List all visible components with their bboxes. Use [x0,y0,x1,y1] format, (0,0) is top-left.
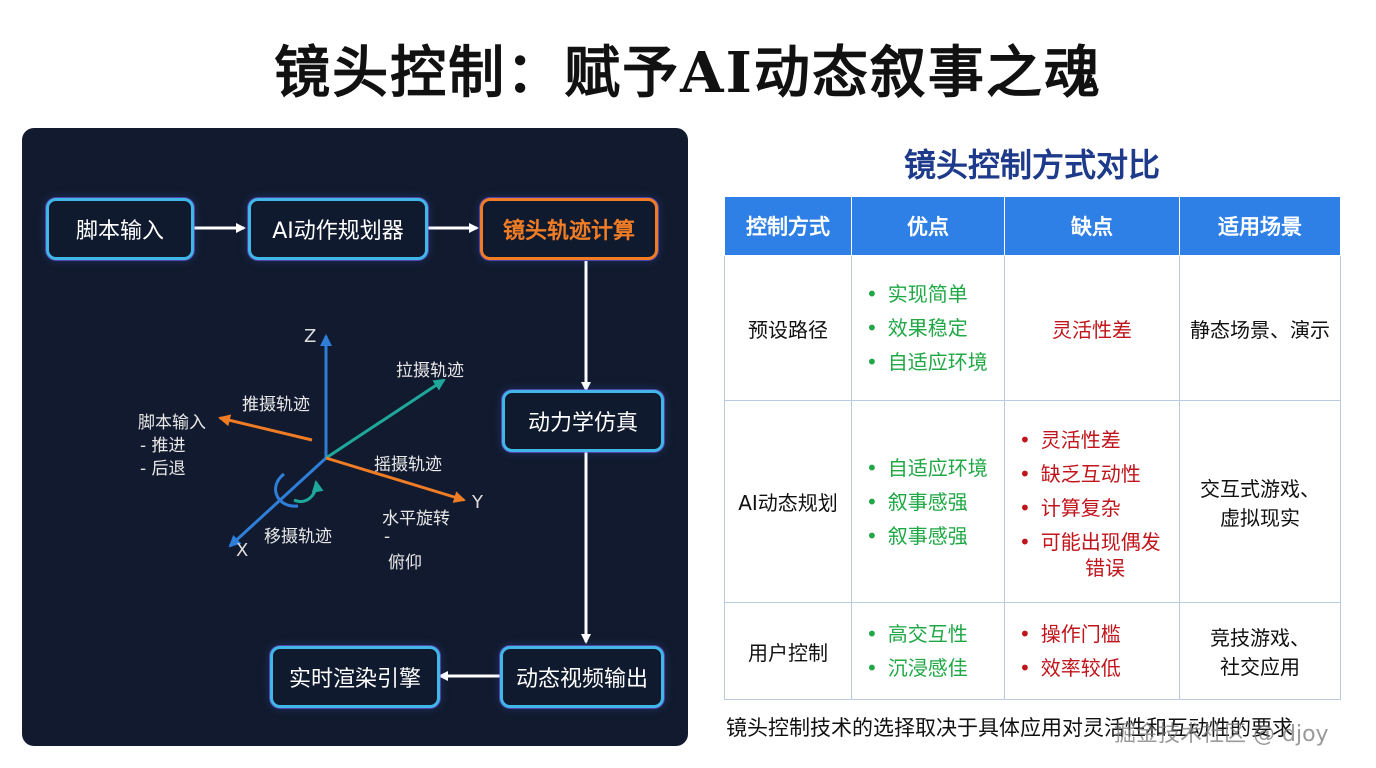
pull-track-line [325,378,446,460]
flow-connectors [194,223,591,681]
axis-label-x: X [236,540,249,561]
comparison-title: 镜头控制方式对比 [903,146,1160,184]
label-shake-track: 摇摄轨迹 [374,455,442,475]
flow-diagram-panel: 脚本输入 AI动作规划器 镜头轨迹计算 动力学仿真 动态视频输出 实时渲染引擎 … [22,128,688,746]
label-rotate-title: 水平旋转 [382,509,450,529]
scene-text: 交互式游戏、 [1200,476,1320,501]
pro-item: 叙事感强 [866,485,998,519]
label-pull-track: 拉摄轨迹 [396,361,464,381]
pro-item: 高交互性 [866,617,998,651]
scene-text: 虚拟现实 [1220,505,1300,530]
header-scene: 适用场景 [1179,196,1341,256]
table-row: AI动态规划 自适应环境 叙事感强 叙事感强 灵活性差 缺乏互动性 计算复杂 可… [724,400,1341,603]
page-title: 镜头控制：赋予AI动态叙事之魂 [274,40,1102,106]
table-header-row: 控制方式 优点 缺点 适用场景 [724,196,1341,256]
pros-cell: 自适应环境 叙事感强 叙事感强 [851,400,1005,603]
label-input-title: 脚本输入 [138,413,206,433]
header-method: 控制方式 [724,196,852,256]
label-input-back: - 后退 [140,459,186,479]
pro-item: 效果稳定 [866,311,998,345]
header-cons: 缺点 [1004,196,1180,256]
y-axis-track [325,456,466,503]
method-cell: AI动态规划 [724,400,852,603]
watermark: 掘金技术社区 @ djoy [1114,722,1329,747]
scene-text: 社交应用 [1220,655,1300,679]
con-item: 可能出现偶发 [1019,525,1173,559]
con-item-continuation: 错误 [1085,555,1125,580]
con-item: 操作门槛 [1019,617,1173,651]
label-move-track: 移摄轨迹 [264,527,332,547]
label-rotate-pitch: 俯仰 [388,553,422,573]
cons-cell: 操作门槛 效率较低 [1004,602,1180,700]
label-push-track: 推摄轨迹 [242,395,310,415]
pro-item: 叙事感强 [866,519,998,553]
pro-item: 自适应环境 [866,345,998,379]
rotation-arc-blue [274,472,299,508]
node-ai-planner: AI动作规划器 [248,198,428,260]
con-item: 缺乏互动性 [1019,457,1173,491]
axis-label-z: Z [304,326,317,347]
node-render-engine: 实时渲染引擎 [270,646,440,708]
pros-cell: 实现简单 效果稳定 自适应环境 [851,255,1005,401]
table-row: 预设路径 实现简单 效果稳定 自适应环境 灵活性差 静态场景、演示 [724,255,1341,401]
scene-text: 静态场景、演示 [1190,317,1330,342]
scene-text: 竞技游戏、 [1210,626,1310,650]
axis-label-y: Y [472,492,483,513]
node-video-output: 动态视频输出 [500,646,664,708]
scene-cell: 竞技游戏、 社交应用 [1179,602,1341,700]
con-item: 效率较低 [1019,651,1173,685]
rotation-arc-teal [293,480,324,503]
node-script-input: 脚本输入 [46,198,194,260]
pro-item: 沉浸感佳 [866,651,998,685]
node-trajectory-calc: 镜头轨迹计算 [480,198,658,260]
con-item: 灵活性差 [1019,423,1173,457]
table-row: 用户控制 高交互性 沉浸感佳 操作门槛 效率较低 竞技游戏、 社交应用 [724,602,1341,700]
pro-item: 自适应环境 [866,451,998,485]
pros-cell: 高交互性 沉浸感佳 [851,602,1005,700]
con-item: 灵活性差 [1052,317,1132,342]
method-cell: 预设路径 [724,255,852,401]
node-dynamics-sim: 动力学仿真 [502,390,664,452]
con-item: 计算复杂 [1019,491,1173,525]
method-cell: 用户控制 [724,602,852,700]
x-axis [228,456,328,548]
cons-cell: 灵活性差 缺乏互动性 计算复杂 可能出现偶发 错误 [1004,400,1180,603]
pro-item: 实现简单 [866,277,998,311]
push-track-line [218,414,313,442]
comparison-table: 控制方式 优点 缺点 适用场景 预设路径 实现简单 效果稳定 自适应环境 灵活性… [724,196,1341,700]
label-rotate-dash: - [384,527,391,547]
footnote: 镜头控制技术的选择取决于具体应用对灵活性和互动性的要求 [726,716,1293,740]
label-input-push: - 推进 [140,436,186,456]
scene-cell: 静态场景、演示 [1179,255,1341,401]
scene-cell: 交互式游戏、 虚拟现实 [1179,400,1341,603]
header-pros: 优点 [851,196,1005,256]
cons-cell: 灵活性差 [1004,255,1180,401]
